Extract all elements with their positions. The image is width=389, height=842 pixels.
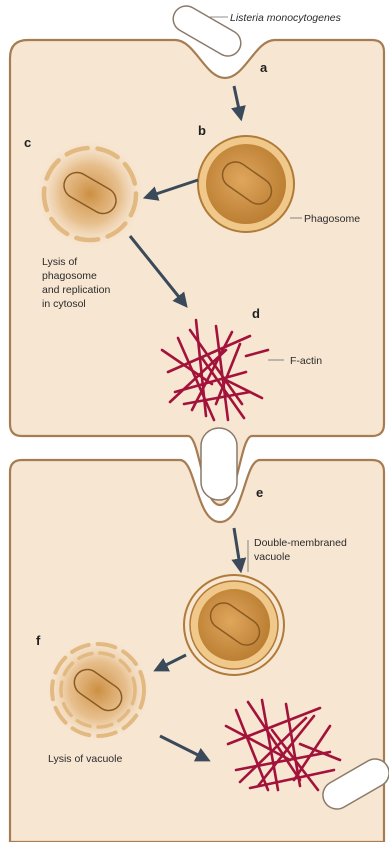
step-letter-f: f (36, 633, 41, 648)
step-letter-b: b (198, 123, 206, 138)
step-letter-a: a (260, 60, 268, 75)
listeria-in-protrusion (201, 428, 237, 500)
bacterium-name-label: Listeria monocytogenes (230, 12, 342, 24)
phagosome-label: Phagosome (304, 213, 360, 225)
step-letter-c: c (24, 135, 31, 150)
step-letter-e: e (256, 485, 263, 500)
lysed-phagosome-c (36, 140, 144, 248)
step-letter-d: d (252, 306, 260, 321)
lysis-vacuole-label: Lysis of vacuole (48, 753, 122, 765)
double-membraned-vacuole (184, 575, 284, 675)
f-actin-label: F-actin (290, 355, 322, 367)
phagosome-b (198, 136, 294, 232)
lysed-vacuole-f (46, 638, 150, 742)
